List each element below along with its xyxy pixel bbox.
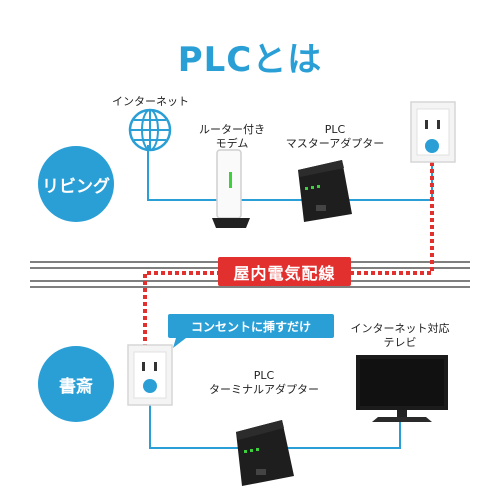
plug-in-callout-text: コンセントに挿すだけ [190,319,311,334]
callout-pointer [173,338,186,348]
master-adapter-label: PLC マスターアダプター [280,123,390,151]
page-title: PLCとは [177,40,323,80]
terminal-adapter-label-line2: ターミナルアダプター [209,383,319,396]
tv-label-line2: テレビ [383,336,417,349]
room-study-label: 書斎 [59,376,93,397]
plug-in-callout: コンセントに挿すだけ [168,314,334,338]
master-adapter-label-line2: マスターアダプター [285,137,385,150]
internet-label: インターネット [112,95,189,108]
router-label-line2: モデム [215,137,249,150]
terminal-adapter-label: PLC ターミナルアダプター [205,369,323,397]
wiring-label-text: 屋内電気配線 [233,263,336,283]
living-network-line [147,145,433,201]
tv-label-line1: インターネット対応 [350,322,450,335]
tv-icon [356,355,448,422]
terminal-adapter-icon [236,420,294,486]
master-adapter-label-line1: PLC [324,123,346,136]
internet-globe-icon [128,108,172,152]
room-living-label: リビング [42,176,110,197]
router-label: ルーター付き モデム [192,123,272,151]
wiring-label: 屋内電気配線 [218,257,351,286]
router-icon [212,149,250,228]
tv-label: インターネット対応 テレビ [340,322,460,350]
room-study: 書斎 [38,346,114,422]
terminal-adapter-label-line1: PLC [253,369,275,382]
living-outlet-icon [410,101,456,163]
study-outlet-icon [127,344,173,406]
room-living: リビング [38,146,114,222]
master-adapter-icon [298,160,352,222]
router-label-line1: ルーター付き [199,123,265,136]
